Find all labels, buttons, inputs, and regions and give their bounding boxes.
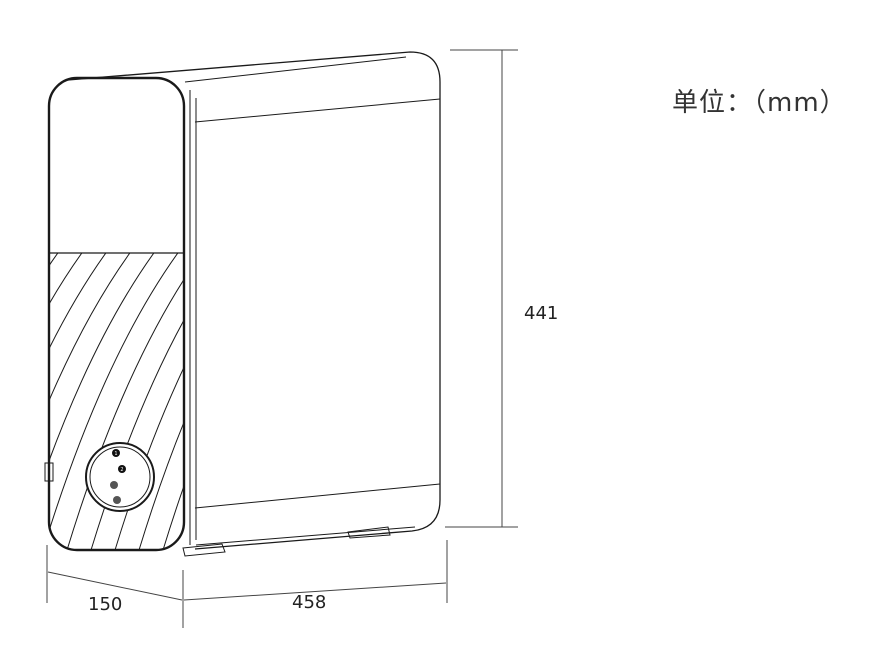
hatch-line [159, 253, 184, 550]
control-button-3[interactable] [110, 481, 118, 489]
control-button-4[interactable] [113, 496, 121, 504]
hatch-line [111, 253, 184, 550]
unit-label: 单位：（mm） [672, 88, 847, 118]
height-dimension-label: 441 [524, 303, 559, 324]
hatch-line [208, 250, 348, 560]
hatch-line [135, 253, 184, 550]
control-button-label: 1 [114, 451, 117, 457]
control-button-1[interactable] [112, 449, 120, 457]
hatch-line [280, 250, 420, 560]
control-button-label: 2 [120, 467, 123, 473]
hatch-line [63, 253, 184, 550]
hatch-line [49, 253, 109, 550]
hatch-line [49, 253, 157, 550]
hatch-line [232, 250, 372, 560]
width-dimension-label: 458 [292, 592, 327, 613]
depth-dimension-label: 150 [88, 594, 123, 615]
hatch-line [0, 250, 12, 560]
control-button-2[interactable] [118, 465, 126, 473]
control-dial[interactable] [85, 442, 155, 512]
hatch-line [49, 253, 181, 550]
hatch-line [49, 253, 61, 550]
hatch-line [49, 253, 85, 550]
hatch-line [87, 253, 184, 550]
hatch-line [49, 253, 133, 550]
hatch-line [256, 250, 396, 560]
hatch-pattern [0, 250, 444, 560]
dimension-lines [46, 49, 518, 628]
hatch-line [0, 250, 36, 560]
hatch-line [304, 250, 444, 560]
front-panel: 12 [0, 76, 444, 560]
device-body [44, 51, 441, 557]
hatch-line [183, 253, 184, 550]
